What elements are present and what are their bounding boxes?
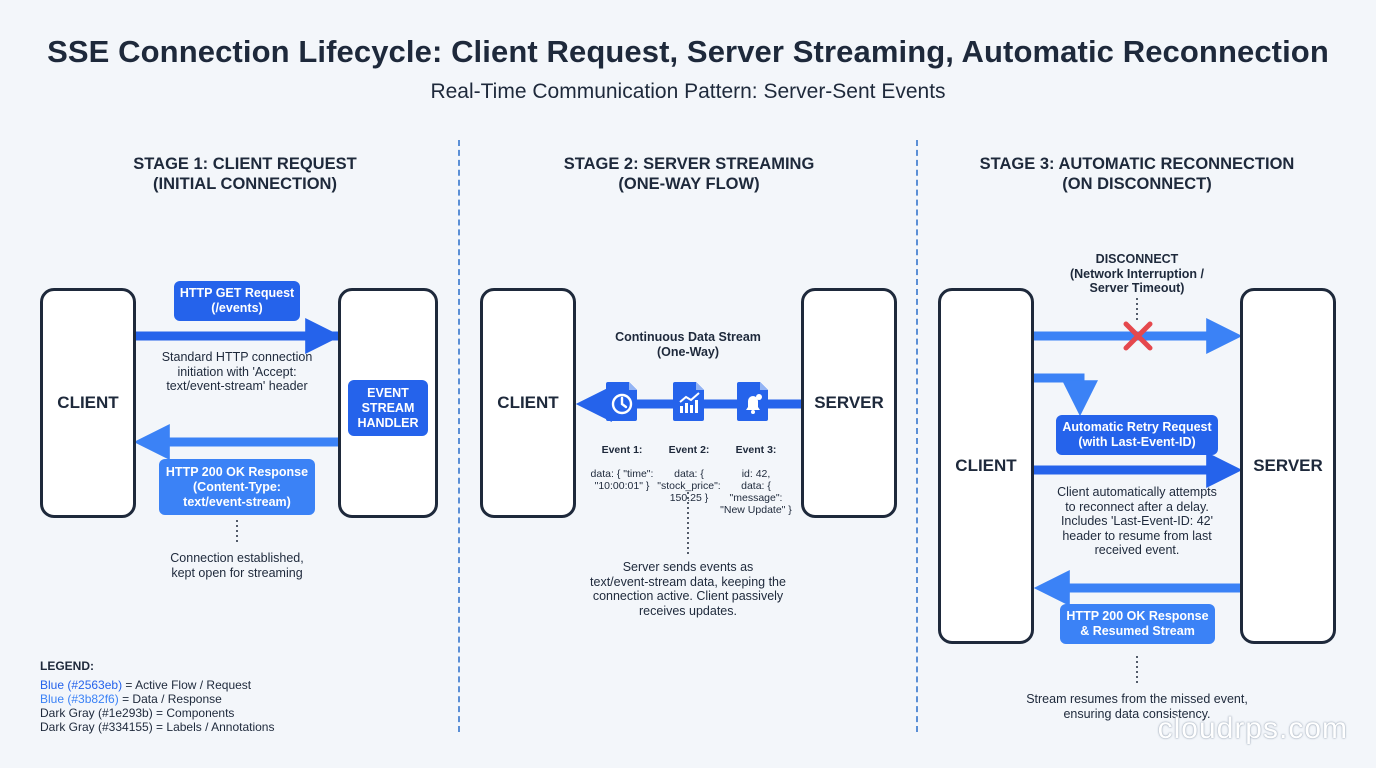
stage3-server-node: SERVER <box>1240 288 1336 644</box>
disconnect-x-icon <box>1123 321 1153 351</box>
event-2-chart-icon <box>672 380 706 427</box>
legend-meaning-labels: = Labels / Annotations <box>152 720 275 734</box>
stage2-note: Server sends events as text/event-stream… <box>590 560 786 618</box>
page-subtitle: Real-Time Communication Pattern: Server-… <box>430 80 946 103</box>
legend-meaning-components: = Components <box>152 706 235 720</box>
stage1-request-note: Standard HTTP connection initiation with… <box>161 350 313 393</box>
http-200-response-pill: HTTP 200 OK Response (Content-Type: text… <box>159 459 315 515</box>
legend-row-data-response: Blue (#3b82f6) = Data / Response <box>40 692 360 706</box>
event-2-body: data: { "stock_price": 150.25 } <box>657 468 721 504</box>
page-title: SSE Connection Lifecycle: Client Request… <box>47 34 1329 69</box>
legend-title: LEGEND: <box>40 659 94 673</box>
stage3-title: STAGE 3: AUTOMATIC RECONNECTION (ON DISC… <box>979 155 1295 193</box>
stage1-client-node: CLIENT <box>40 288 136 518</box>
stage1-title: STAGE 1: CLIENT REQUEST (INITIAL CONNECT… <box>133 155 357 193</box>
stage3-retry-note: Client automatically attempts to reconne… <box>1057 485 1217 557</box>
continuous-stream-label: Continuous Data Stream (One-Way) <box>615 330 761 359</box>
http-200-resumed-pill: HTTP 200 OK Response & Resumed Stream <box>1060 604 1215 644</box>
stage2-server-node: SERVER <box>801 288 897 518</box>
legend-row-components: Dark Gray (#1e293b) = Components <box>40 706 360 720</box>
event-2-label: Event 2: data: { "stock_price": 150.25 } <box>648 432 730 504</box>
legend-swatch-data: Blue (#3b82f6) <box>40 692 119 706</box>
event-3-name: Event 3: <box>735 444 777 456</box>
event-3-body: id: 42, data: { "message": "New Update" … <box>720 468 792 516</box>
stage2-client-node: CLIENT <box>480 288 576 518</box>
stage3-retry-bend-arrow <box>1033 373 1098 417</box>
legend-swatch-active: Blue (#2563eb) <box>40 678 123 692</box>
automatic-retry-pill: Automatic Retry Request (with Last-Event… <box>1056 415 1218 455</box>
stage2-title: STAGE 2: SERVER STREAMING (ONE-WAY FLOW) <box>563 155 815 193</box>
event-stream-handler: EVENT STREAM HANDLER <box>348 380 428 436</box>
stage-divider-1 <box>458 140 460 732</box>
legend-meaning-active: = Active Flow / Request <box>122 678 252 692</box>
legend-row-labels: Dark Gray (#334155) = Labels / Annotatio… <box>40 720 360 734</box>
event-3-bell-icon <box>736 380 770 427</box>
event-1-label: Event 1: data: { "time": "10:00:01" } <box>582 432 662 492</box>
stage3-client-node: CLIENT <box>938 288 1034 644</box>
event-1-body: data: { "time": "10:00:01" } <box>590 468 654 492</box>
event-1-name: Event 1: <box>601 444 643 456</box>
http-get-request-pill: HTTP GET Request (/events) <box>174 281 300 321</box>
connection-established-note: Connection established, kept open for st… <box>170 551 304 580</box>
event-1-clock-icon <box>605 380 639 427</box>
stage-divider-2 <box>916 140 918 732</box>
legend: LEGEND: Blue (#2563eb) = Active Flow / R… <box>40 659 360 734</box>
event-3-label: Event 3: id: 42, data: { "message": "New… <box>714 432 798 516</box>
event-2-name: Event 2: <box>668 444 710 456</box>
legend-swatch-components: Dark Gray (#1e293b) <box>40 706 153 720</box>
legend-meaning-data: = Data / Response <box>118 692 222 706</box>
legend-row-active-flow: Blue (#2563eb) = Active Flow / Request <box>40 678 360 692</box>
legend-swatch-labels: Dark Gray (#334155) <box>40 720 153 734</box>
disconnect-label: DISCONNECT (Network Interruption / Serve… <box>1069 252 1205 295</box>
watermark: cloudrps.com <box>1157 712 1348 745</box>
stage3-resume-note: Stream resumes from the missed event, en… <box>1026 692 1248 721</box>
